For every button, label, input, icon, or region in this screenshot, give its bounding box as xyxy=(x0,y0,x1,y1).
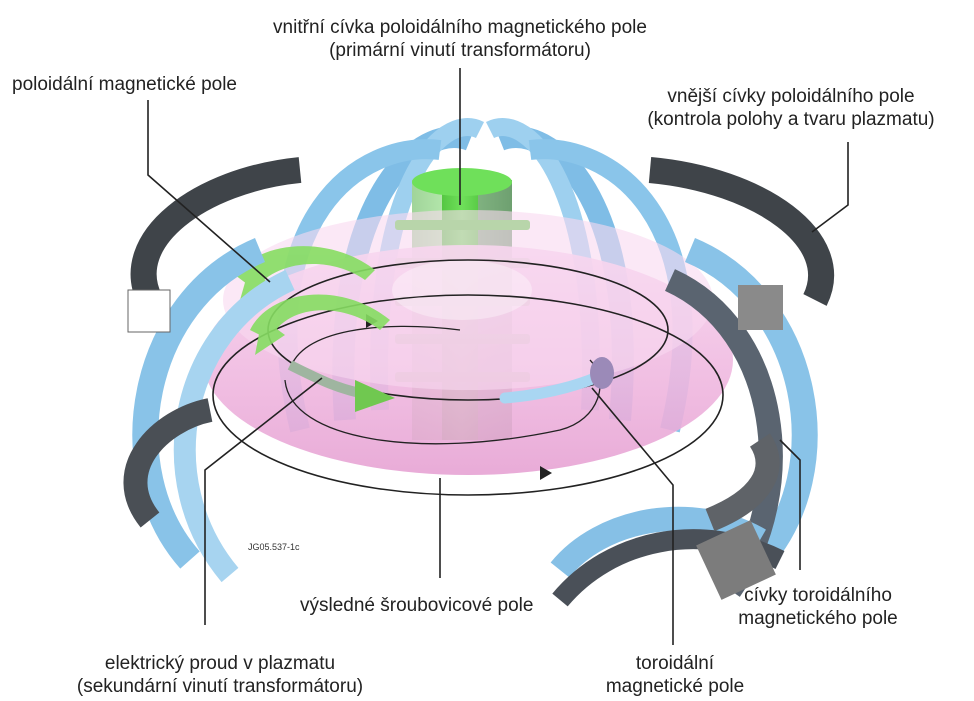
label-helical-field: výsledné šroubovicové pole xyxy=(300,594,533,617)
label-plasma-current: elektrický proud v plazmatu (sekundární … xyxy=(50,652,390,698)
label-poloidal-field: poloidální magnetické pole xyxy=(12,73,237,96)
label-toroidal-field: toroidální magnetické pole xyxy=(575,652,775,698)
label-outer-coils: vnější cívky poloidálního pole (kontrola… xyxy=(612,85,970,131)
figure-code: JG05.537-1c xyxy=(248,542,300,552)
label-toroidal-coils: cívky toroidálního magnetického pole xyxy=(688,584,948,630)
label-inner-coil: vnitřní cívka poloidálního magnetického … xyxy=(220,16,700,62)
